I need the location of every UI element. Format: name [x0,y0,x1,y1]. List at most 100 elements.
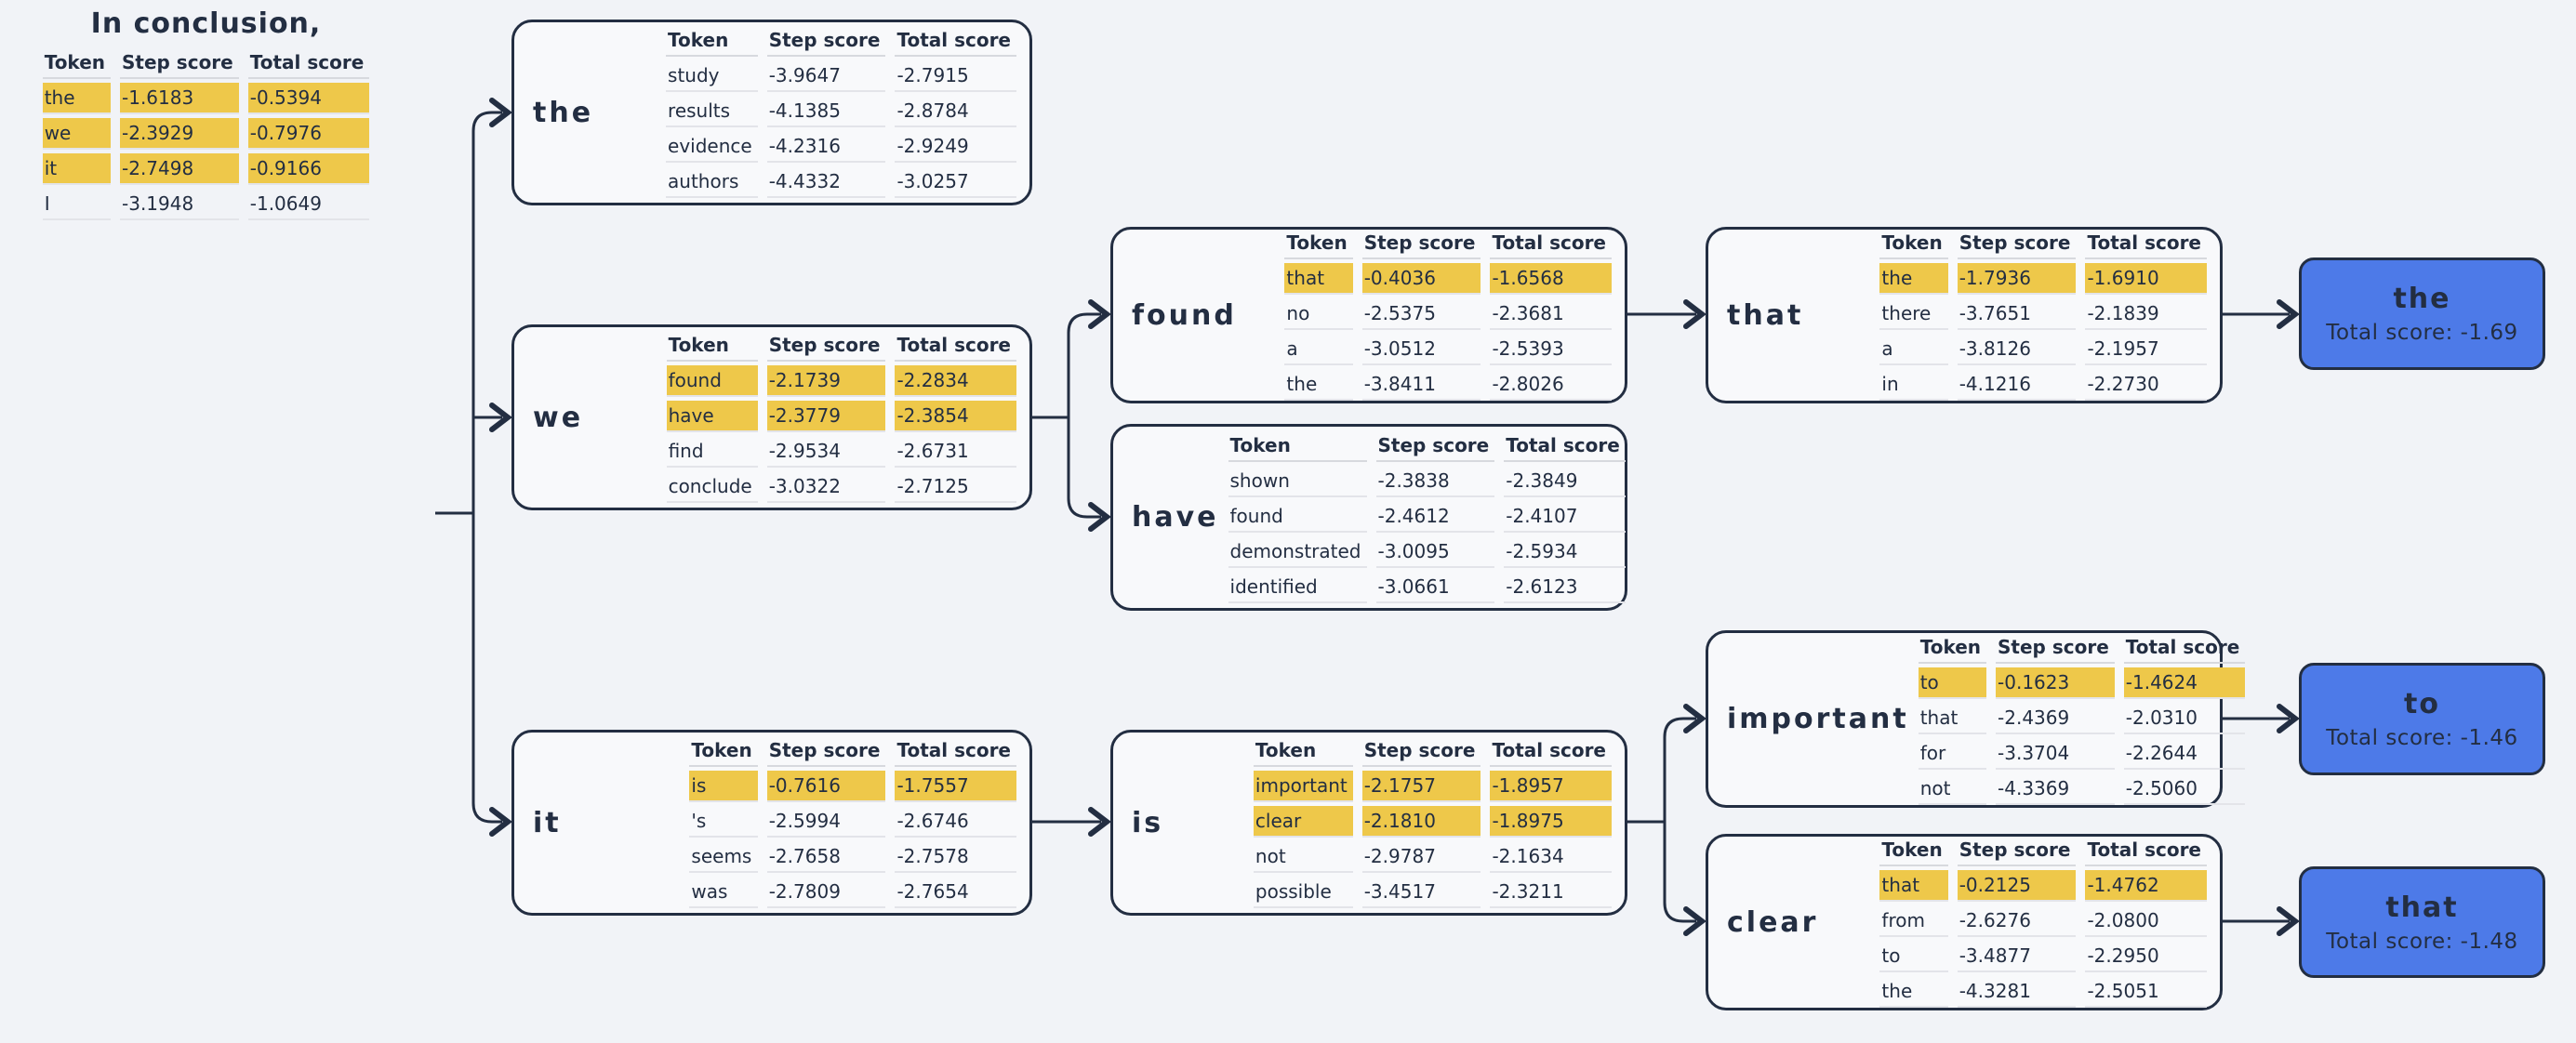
token-cell: to [1879,941,1948,972]
step-cell: -2.4612 [1375,501,1495,533]
step-cell: -2.3838 [1375,466,1495,497]
step-cell: -1.7936 [1957,263,2077,295]
step-cell: -0.1623 [1996,667,2115,699]
table-row: possible-3.4517-2.3211 [1253,877,1612,908]
token-cell: to [1918,667,1987,699]
step-cell: -2.7498 [120,153,239,185]
step-cell: -0.7616 [766,771,886,802]
step-cell: -3.7651 [1957,298,2077,330]
column-header: Step score [120,49,239,79]
token-cell: that [1918,703,1987,734]
token-cell: a [1284,334,1353,365]
table-row-highlighted: that-0.2125-1.4762 [1879,870,2207,902]
arrowhead-have [1088,502,1111,532]
token-cell: in [1879,369,1948,401]
arrowhead-final-that [2277,906,2300,936]
table-row: there-3.7651-2.1839 [1879,298,2207,330]
column-header: Step score [1957,230,2077,259]
step-cell: -3.0095 [1375,536,1495,568]
step-cell: -2.1739 [766,365,886,397]
total-cell: -1.6910 [2085,263,2207,295]
table-row: demonstrated-3.0095-2.5934 [1228,536,1626,568]
final-total-score: Total score: -1.69 [2326,321,2518,345]
total-cell: -2.3854 [895,401,1016,432]
token-cell: the [1284,369,1353,401]
token-cell: have [666,401,758,432]
token-cell: for [1918,738,1987,770]
node-label: have [1132,501,1219,534]
final-token-label: the [2393,283,2451,315]
table-row-highlighted: clear-2.1810-1.8975 [1253,806,1612,838]
table-row-highlighted: the-1.6183-0.5394 [42,83,370,114]
total-cell: -2.1634 [1490,841,1612,873]
step-cell: -2.7809 [766,877,886,908]
step-cell: -2.9787 [1361,841,1481,873]
arrowhead-final-the [2277,299,2300,329]
token-cell: found [1228,501,1367,533]
table-row: that-2.4369-2.0310 [1918,703,2246,734]
column-header: Total score [895,737,1016,767]
total-cell: -2.7915 [895,60,1016,92]
connector-is-fork [1663,717,1696,923]
step-cell: -3.0661 [1375,572,1495,603]
node-label: found [1132,298,1237,332]
step-cell: -2.3779 [766,401,886,432]
column-header: Step score [1996,634,2115,664]
column-header: Step score [1957,837,2077,866]
token-cell: study [666,60,758,92]
token-cell: I [42,189,111,220]
column-header: Total score [895,332,1016,362]
table-row-highlighted: is-0.7616-1.7557 [689,771,1016,802]
total-cell: -2.5060 [2123,773,2246,805]
total-cell: -2.7578 [895,841,1016,873]
final-total-score: Total score: -1.46 [2326,726,2518,750]
connector-root-fork [471,111,502,824]
token-cell: identified [1228,572,1367,603]
total-cell: -2.6123 [1504,572,1626,603]
column-header: Step score [766,737,886,767]
table-row: to-3.4877-2.2950 [1879,941,2207,972]
arrowhead-that [1683,299,1706,329]
total-cell: -2.1957 [2085,334,2207,365]
step-cell: -3.8411 [1361,369,1481,401]
column-header: Token [689,737,758,767]
token-cell: from [1879,905,1948,937]
token-cell: seems [689,841,758,873]
total-cell: -2.2834 [895,365,1016,397]
table-row: the-3.8411-2.8026 [1284,369,1612,401]
final-node-that: that Total score: -1.48 [2299,866,2545,978]
node-label: we [533,401,584,434]
token-cell: the [42,83,111,114]
step-cell: -0.2125 [1957,870,2077,902]
token-cell: the [1879,976,1948,1008]
arrowhead-we [489,403,512,432]
table-row: seems-2.7658-2.7578 [689,841,1016,873]
total-cell: -2.2950 [2085,941,2207,972]
table-row: shown-2.3838-2.3849 [1228,466,1626,497]
table-row: 's-2.5994-2.6746 [689,806,1016,838]
step-cell: -4.4332 [766,166,886,198]
step-cell: -3.8126 [1957,334,2077,365]
connector-we-fork [1067,312,1101,519]
step-cell: -4.1385 [766,96,886,127]
table-row: no-2.5375-2.3681 [1284,298,1612,330]
column-header: Token [666,332,758,362]
column-header: Token [1284,230,1353,259]
total-cell: -2.7125 [895,471,1016,503]
total-cell: -1.8975 [1490,806,1612,838]
